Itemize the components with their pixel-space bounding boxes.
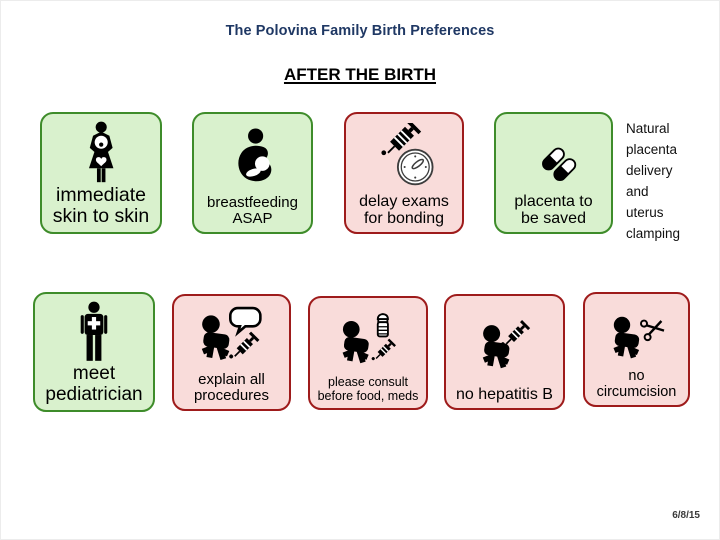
breastfeeding-icon [194,114,311,195]
card-label: please consult before food, meds [317,375,419,403]
baby-syringe-icon [446,296,563,386]
card-label: no hepatitis B [456,385,553,403]
pregnant-woman-icon [42,114,160,185]
baby-scissors-icon [585,294,688,369]
card-label: meet pediatrician [45,363,143,405]
card-label: delay exams for bonding [359,192,449,227]
card-breastfeeding-asap: breastfeeding ASAP [192,112,313,234]
card-meet-pediatrician: meet pediatrician [33,292,155,412]
side-note-line: placenta [626,142,678,157]
card-explain-procedures: explain all procedures [172,294,291,411]
card-label: no circumcision [596,368,677,400]
card-label: placenta to be saved [514,192,593,227]
card-immediate-skin-to-skin: immediate skin to skin [40,112,162,234]
slide-title: The Polovina Family Birth Preferences [225,23,495,39]
card-no-circumcision: no circumcision [583,292,690,407]
card-consult-before-food-meds: please consult before food, meds [308,296,428,410]
side-note-line: Natural [626,121,670,136]
card-delay-exams: delay exams for bonding [344,112,464,234]
syringe-clock-icon [346,114,462,193]
card-label: breastfeeding ASAP [207,193,298,227]
pills-icon [496,114,611,193]
baby-speech-syringe-icon [174,296,289,372]
side-note-line: clamping [626,226,681,241]
side-note-line: and [626,184,649,199]
pediatrician-icon [35,294,153,364]
slide-subtitle: AFTER THE BIRTH [283,65,437,84]
slide-date: 6/8/15 [672,510,700,521]
card-label: immediate skin to skin [52,184,150,228]
card-label: explain all procedures [193,370,270,404]
baby-bottle-syringe-icon [310,298,426,376]
side-note: Natural placenta delivery and uterus cla… [626,118,680,244]
card-no-hepatitis-b: no hepatitis B [444,294,565,410]
side-note-line: uterus [626,205,664,220]
side-note-line: delivery [626,163,673,178]
card-placenta-saved: placenta to be saved [494,112,613,234]
